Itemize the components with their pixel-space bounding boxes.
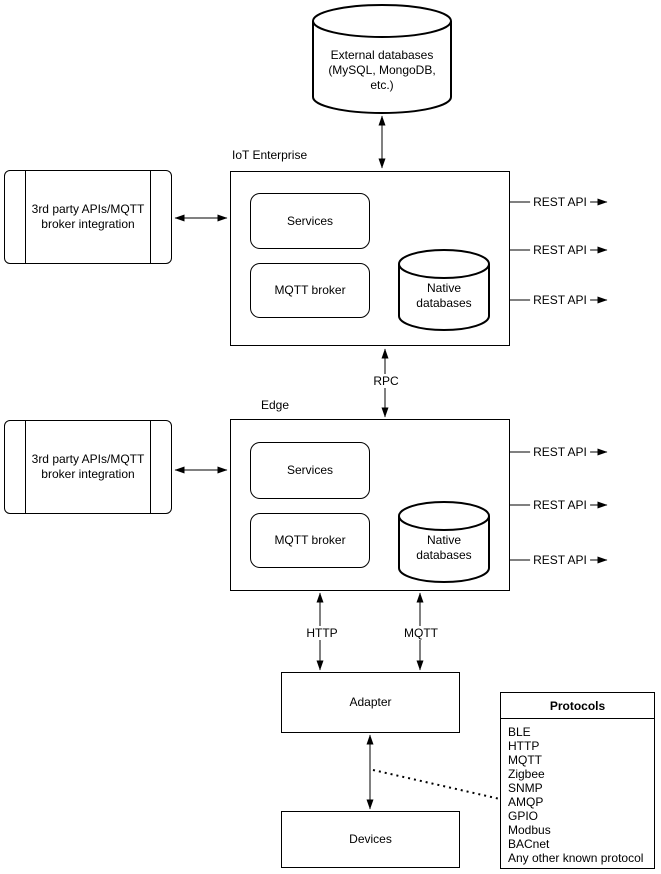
rest-api-label: REST API [530,195,590,209]
iot-enterprise-title: IoT Enterprise [232,148,308,162]
http-label: HTTP [303,626,341,640]
process-bar-right [150,421,151,513]
devices-label: Devices [349,832,392,846]
protocol-item: SNMP [508,781,543,795]
rpc-label: RPC [370,374,402,388]
edge-services-box: Services [250,442,370,499]
protocol-item: BACnet [508,837,550,851]
edge-mqtt-broker-label: MQTT broker [274,533,346,547]
protocol-item: MQTT [508,753,542,767]
rest-api-label: REST API [530,553,590,567]
protocol-item: BLE [508,725,531,739]
adapter-label: Adapter [349,695,392,709]
adapter-box: Adapter [281,672,460,733]
external-databases-label: External databases (MySQL, MongoDB, etc.… [328,47,436,92]
iot-enterprise-box [230,171,510,346]
protocols-list: BLE HTTP MQTT Zigbee SNMP AMQP GPIO Modb… [501,719,654,865]
rest-api-label: REST API [530,243,590,257]
rest-api-label: REST API [530,498,590,512]
protocols-title: Protocols [501,693,654,719]
external-databases-cylinder [312,4,452,114]
enterprise-services-label: Services [286,213,333,228]
devices-box: Devices [281,811,460,868]
enterprise-native-db-label: Native databases [416,281,472,310]
mqtt-label: MQTT [401,626,441,640]
enterprise-mqtt-broker-box: MQTT broker [250,263,370,318]
enterprise-native-db-cylinder [398,249,490,331]
protocol-item: Zigbee [508,767,545,781]
process-bar-left [25,171,26,263]
protocols-box: Protocols BLE HTTP MQTT Zigbee SNMP AMQP… [500,692,655,869]
edge-integration-box: 3rd party APIs/MQTT broker integration [4,420,172,514]
enterprise-integration-label: 3rd party APIs/MQTT broker integration [31,202,145,231]
edge-title: Edge [261,398,290,412]
enterprise-services-box: Services [250,193,370,249]
edge-mqtt-broker-box: MQTT broker [250,513,370,568]
edge-integration-label: 3rd party APIs/MQTT broker integration [31,452,145,481]
protocol-item: GPIO [508,809,539,823]
edge-native-db-label: Native databases [416,533,472,562]
rest-api-label: REST API [530,445,590,459]
process-bar-left [25,421,26,513]
process-bar-right [150,171,151,263]
dotted-link-protocols [372,769,501,800]
protocol-item: AMQP [508,795,544,809]
protocol-item: Any other known protocol [508,851,644,865]
edge-box [230,419,510,591]
edge-services-label: Services [286,463,333,477]
protocol-item: Modbus [508,823,551,837]
protocol-item: HTTP [508,739,540,753]
enterprise-integration-box: 3rd party APIs/MQTT broker integration [4,170,172,264]
rest-api-label: REST API [530,293,590,307]
enterprise-mqtt-broker-label: MQTT broker [274,283,346,297]
edge-native-db-cylinder [398,501,490,583]
